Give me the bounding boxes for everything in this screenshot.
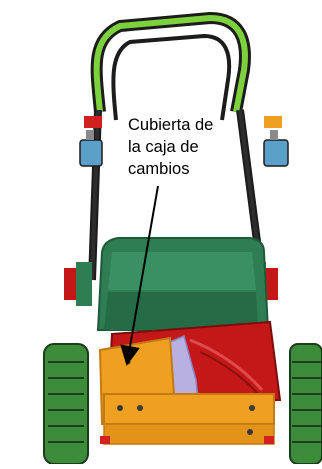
callout-line-2: la caja de xyxy=(128,138,199,156)
right-wheel xyxy=(289,343,322,465)
callout-line-1: Cubierta de xyxy=(128,116,214,134)
callout-label: Cubierta de la caja de cambios xyxy=(128,114,258,180)
handle-bar xyxy=(90,12,251,114)
callout-line-3: cambios xyxy=(128,160,190,178)
left-bracket xyxy=(64,268,76,300)
left-lever-knob xyxy=(84,116,102,128)
callout-arrow xyxy=(120,185,159,366)
handle-inner xyxy=(111,33,232,121)
right-lever-knob xyxy=(264,116,282,128)
left-wheel xyxy=(43,343,89,465)
right-bracket xyxy=(266,268,278,300)
handle-grip xyxy=(93,15,248,113)
